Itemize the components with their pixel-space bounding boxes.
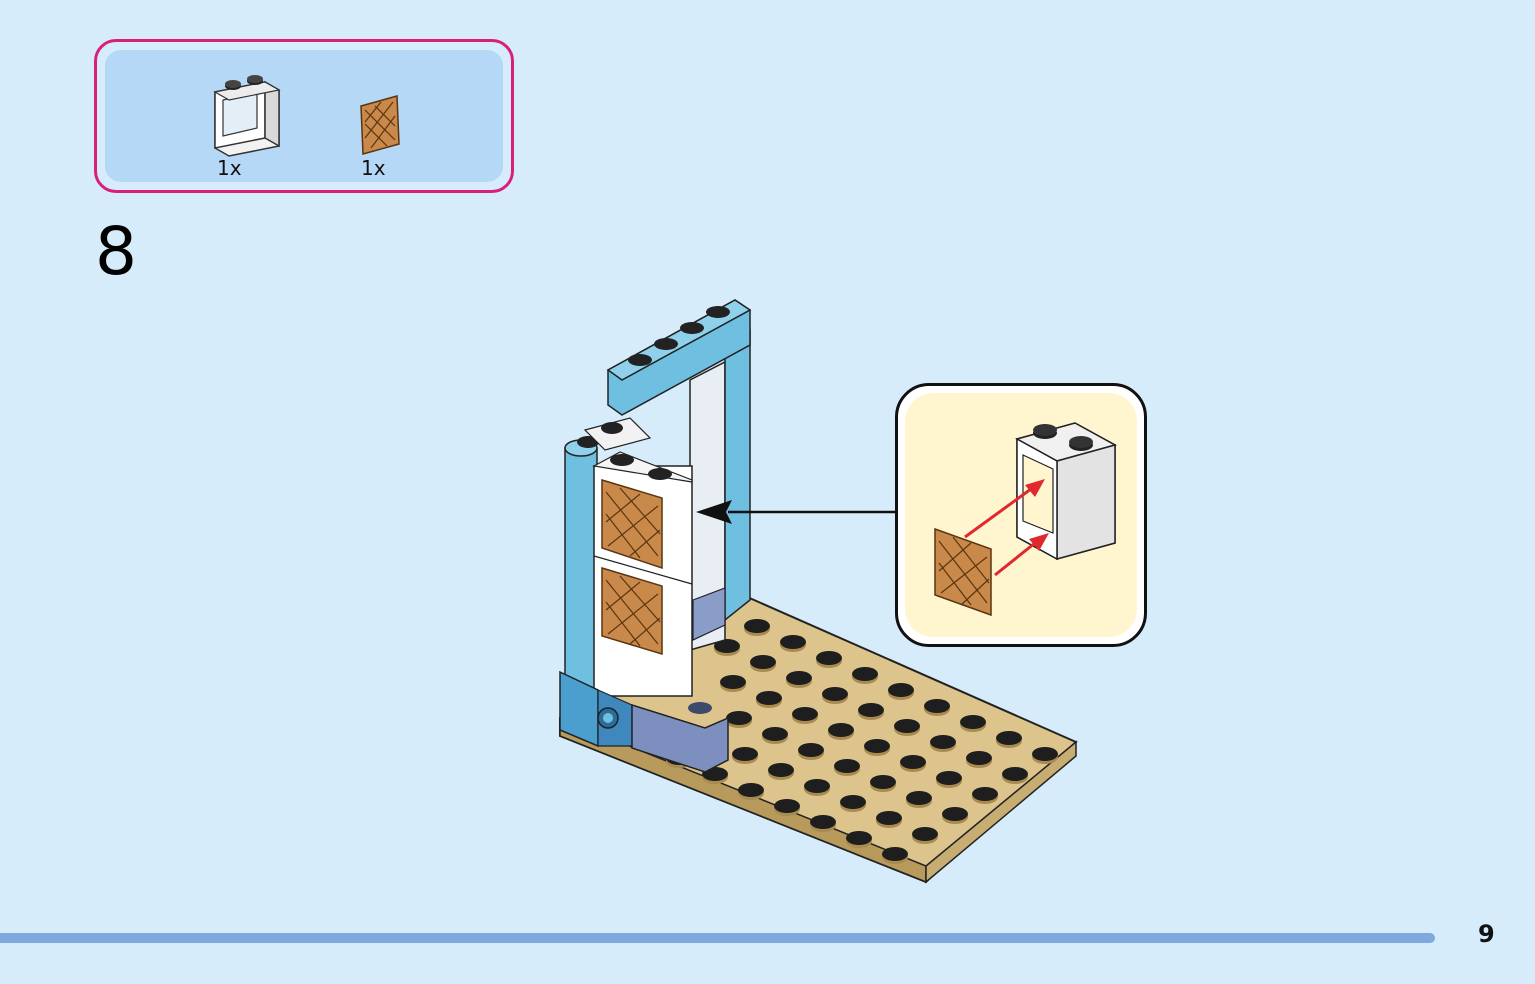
callout-panel bbox=[905, 393, 1137, 637]
lattice-pane-part-icon bbox=[360, 95, 400, 155]
step-number: 8 bbox=[95, 213, 137, 290]
parts-list-panel: 1x 1x bbox=[105, 50, 503, 182]
blue-column bbox=[564, 436, 599, 709]
back-wall bbox=[606, 299, 752, 651]
stud bbox=[822, 687, 848, 701]
stud bbox=[912, 827, 938, 841]
stud bbox=[720, 675, 746, 689]
stud bbox=[852, 667, 878, 681]
window-stack bbox=[583, 417, 693, 697]
stud bbox=[714, 639, 740, 653]
stud bbox=[966, 751, 992, 765]
stud bbox=[732, 747, 758, 761]
callout-window-frame bbox=[1015, 422, 1117, 561]
stud bbox=[834, 759, 860, 773]
stud bbox=[858, 703, 884, 717]
stud bbox=[738, 783, 764, 797]
stud bbox=[744, 619, 770, 633]
placement-arrow bbox=[696, 500, 895, 524]
stud bbox=[942, 807, 968, 821]
stud bbox=[792, 707, 818, 721]
stud bbox=[810, 815, 836, 829]
stud bbox=[864, 739, 890, 753]
baseplate-studs bbox=[666, 619, 1058, 864]
base-bricks bbox=[559, 670, 729, 773]
window-frame-part-icon bbox=[213, 75, 281, 157]
footer-progress-bar bbox=[0, 933, 1435, 943]
callout-lattice-pane bbox=[934, 527, 992, 617]
stud bbox=[906, 791, 932, 805]
stud bbox=[828, 723, 854, 737]
stud bbox=[1032, 747, 1058, 761]
stud bbox=[960, 715, 986, 729]
stud bbox=[840, 795, 866, 809]
stud bbox=[900, 755, 926, 769]
parts-list-box: 1x 1x bbox=[94, 39, 514, 193]
stud bbox=[888, 683, 914, 697]
stud bbox=[786, 671, 812, 685]
stud bbox=[1002, 767, 1028, 781]
stud bbox=[972, 787, 998, 801]
window-frame-qty: 1x bbox=[217, 156, 242, 180]
stud bbox=[936, 771, 962, 785]
stud bbox=[768, 763, 794, 777]
stud bbox=[798, 743, 824, 757]
stud bbox=[756, 691, 782, 705]
stud bbox=[774, 799, 800, 813]
stud bbox=[804, 779, 830, 793]
stud bbox=[924, 699, 950, 713]
callout-illustration bbox=[934, 422, 1117, 617]
stud bbox=[762, 727, 788, 741]
stud bbox=[846, 831, 872, 845]
insert-arrows bbox=[964, 479, 1049, 577]
stud bbox=[882, 847, 908, 861]
stud bbox=[876, 811, 902, 825]
stud bbox=[930, 735, 956, 749]
stud bbox=[750, 655, 776, 669]
lattice-pane-qty: 1x bbox=[361, 156, 386, 180]
stud bbox=[816, 651, 842, 665]
stud bbox=[870, 775, 896, 789]
stud bbox=[726, 711, 752, 725]
sub-assembly-callout bbox=[895, 383, 1147, 647]
stud bbox=[780, 635, 806, 649]
stud bbox=[894, 719, 920, 733]
stud bbox=[996, 731, 1022, 745]
page-number: 9 bbox=[1478, 920, 1495, 948]
